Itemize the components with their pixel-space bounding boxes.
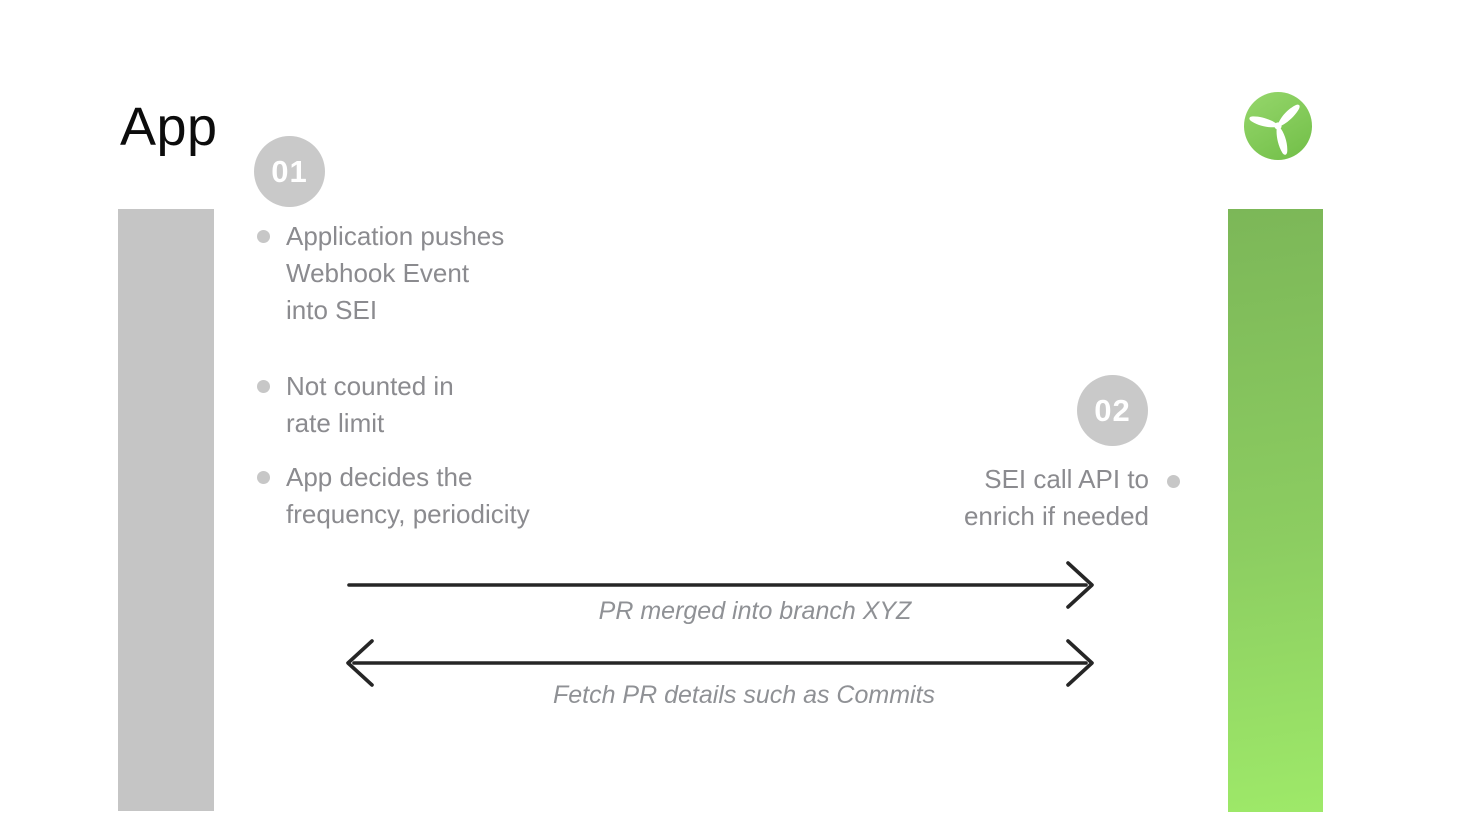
step-1-bullet-list: Application pushes Webhook Event into SE… (257, 218, 617, 533)
bullet-icon (257, 380, 270, 393)
step-1-badge: 01 (254, 136, 325, 207)
step-2-note: SEI call API to enrich if needed (964, 461, 1180, 535)
arrow-2-label: Fetch PR details such as Commits (552, 681, 936, 709)
sei-lane-bar (1228, 209, 1323, 812)
step-2-badge: 02 (1077, 375, 1148, 446)
bullet-icon (257, 230, 270, 243)
bullet-icon (257, 471, 270, 484)
bullet-text: SEI call API to enrich if needed (963, 464, 1149, 531)
arrow-double-icon (346, 639, 1094, 687)
bullet-icon (1167, 475, 1180, 488)
bullet-text: Not counted in rate limit (286, 371, 454, 438)
bullet-text: Application pushes Webhook Event into SE… (286, 221, 505, 325)
propeller-logo-icon (1243, 91, 1313, 161)
app-lane-bar (118, 209, 214, 811)
page-title: App (120, 97, 218, 157)
list-item: Not counted in rate limit (257, 368, 617, 442)
arrow-1-label: PR merged into branch XYZ (598, 597, 912, 625)
propeller-logo-svg (1244, 92, 1312, 160)
list-item: App decides the frequency, periodicity (257, 459, 617, 533)
list-item: Application pushes Webhook Event into SE… (257, 218, 617, 329)
bullet-text: App decides the frequency, periodicity (286, 462, 530, 529)
